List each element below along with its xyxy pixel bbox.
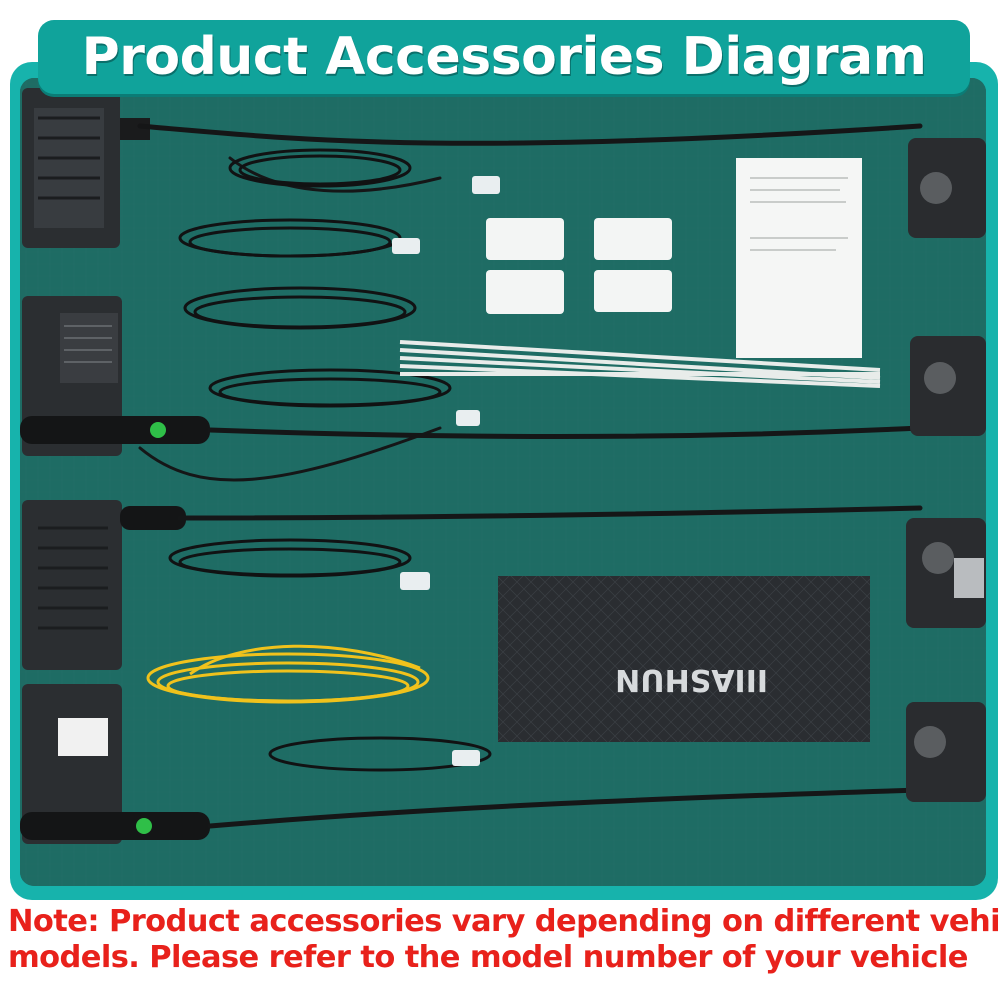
instruction-sheet [736, 158, 862, 358]
latch-3 [906, 518, 986, 628]
page-title: Product Accessories Diagram [81, 27, 927, 87]
title-banner: Product Accessories Diagram [38, 20, 970, 94]
actuator-2 [20, 296, 210, 456]
actuator-1 [22, 88, 150, 248]
yellow-wire-bundle [146, 644, 430, 704]
pad-brand-text: IIIASHUN [615, 662, 768, 697]
cable-rods [137, 123, 923, 829]
latch-2 [910, 336, 986, 436]
actuator-3 [22, 500, 186, 670]
note-text: Note: Product accessories vary depending… [8, 904, 1000, 976]
white-connectors [392, 176, 500, 766]
latch-1 [908, 138, 986, 238]
note-line-2: models. Please refer to the model number… [8, 940, 968, 975]
latch-4 [906, 702, 986, 802]
actuator-4 [20, 684, 210, 844]
white-pads [486, 218, 672, 314]
coiled-wires [168, 148, 492, 772]
cable-ties [399, 340, 881, 388]
sound-deadening-pad: IIIASHUN [498, 576, 870, 742]
product-photo-illustration: IIIASHUN [20, 78, 986, 886]
note-line-1: Note: Product accessories vary depending… [8, 904, 1000, 939]
product-photo: IIIASHUN [20, 78, 986, 886]
